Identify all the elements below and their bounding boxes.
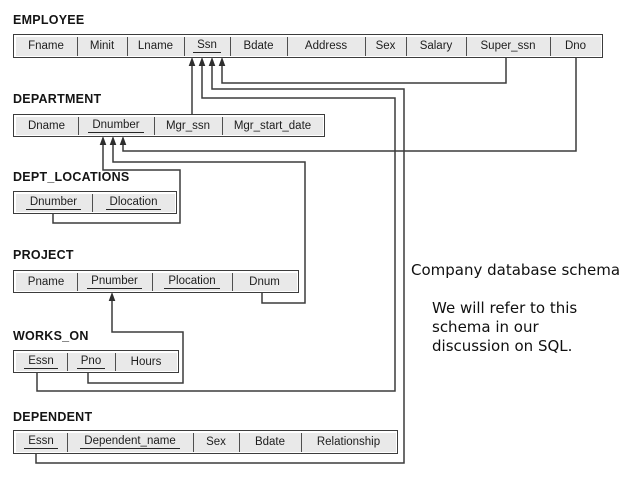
works-on-col-hours: Hours <box>115 352 177 371</box>
employee-col-salary: Salary <box>406 36 467 56</box>
project-col-pnumber: Pnumber <box>77 272 153 291</box>
employee-table: Fname Minit Lname Ssn Bdate Address Sex … <box>13 34 603 58</box>
dept-locations-table-name: DEPT_LOCATIONS <box>13 170 130 184</box>
employee-col-minit: Minit <box>77 36 128 56</box>
caption-note-line: discussion on SQL. <box>432 337 573 355</box>
works-on-table-name: WORKS_ON <box>13 329 89 343</box>
figure-caption-title: Company database schema <box>411 261 621 279</box>
project-col-pname: Pname <box>15 272 78 291</box>
figure-caption-note: We will refer to this schema in our disc… <box>432 299 577 356</box>
employee-table-name: EMPLOYEE <box>13 13 85 27</box>
employee-col-fname: Fname <box>15 36 78 56</box>
dept-locations-table: Dnumber Dlocation <box>13 191 177 214</box>
project-table-name: PROJECT <box>13 248 74 262</box>
employee-col-superssn: Super_ssn <box>466 36 551 56</box>
dependent-col-dependentname: Dependent_name <box>67 432 194 452</box>
employee-col-sex: Sex <box>365 36 407 56</box>
fk-line-superssn-to-ssn <box>221 58 507 84</box>
dependent-col-relationship: Relationship <box>301 432 396 452</box>
arrowhead-pnumber <box>108 292 116 301</box>
employee-col-dno: Dno <box>550 36 601 56</box>
dept-locations-col-dlocation: Dlocation <box>92 193 175 212</box>
fk-line-dno-to-dnumber <box>122 58 577 152</box>
caption-note-line: We will refer to this <box>432 299 578 317</box>
department-col-dname: Dname <box>15 116 79 135</box>
dependent-col-bdate: Bdate <box>239 432 302 452</box>
project-col-plocation: Plocation <box>152 272 233 291</box>
caption-note-line: schema in our <box>432 318 539 336</box>
dept-locations-col-dnumber: Dnumber <box>15 193 93 212</box>
department-col-dnumber: Dnumber <box>78 116 155 135</box>
employee-col-address: Address <box>287 36 366 56</box>
arrowhead-ssn-2 <box>198 57 206 66</box>
project-col-dnum: Dnum <box>232 272 297 291</box>
works-on-col-pno: Pno <box>67 352 116 371</box>
arrowhead-dnumber-3 <box>119 136 127 145</box>
employee-col-bdate: Bdate <box>230 36 288 56</box>
arrowhead-ssn-4 <box>218 57 226 66</box>
arrowhead-ssn-3 <box>208 57 216 66</box>
dependent-table-name: DEPENDENT <box>13 410 93 424</box>
works-on-table: Essn Pno Hours <box>13 350 179 373</box>
arrowhead-dnumber-1 <box>99 136 107 145</box>
department-col-mgrssn: Mgr_ssn <box>154 116 223 135</box>
employee-col-lname: Lname <box>127 36 185 56</box>
department-table: Dname Dnumber Mgr_ssn Mgr_start_date <box>13 114 325 137</box>
dependent-table: Essn Dependent_name Sex Bdate Relationsh… <box>13 430 398 454</box>
arrowhead-ssn-1 <box>188 57 196 66</box>
department-col-mgrstartdate: Mgr_start_date <box>222 116 323 135</box>
department-table-name: DEPARTMENT <box>13 92 102 106</box>
employee-col-ssn: Ssn <box>184 36 231 56</box>
dependent-col-sex: Sex <box>193 432 240 452</box>
dependent-col-essn: Essn <box>15 432 68 452</box>
project-table: Pname Pnumber Plocation Dnum <box>13 270 299 293</box>
works-on-col-essn: Essn <box>15 352 68 371</box>
arrowhead-dnumber-2 <box>109 136 117 145</box>
